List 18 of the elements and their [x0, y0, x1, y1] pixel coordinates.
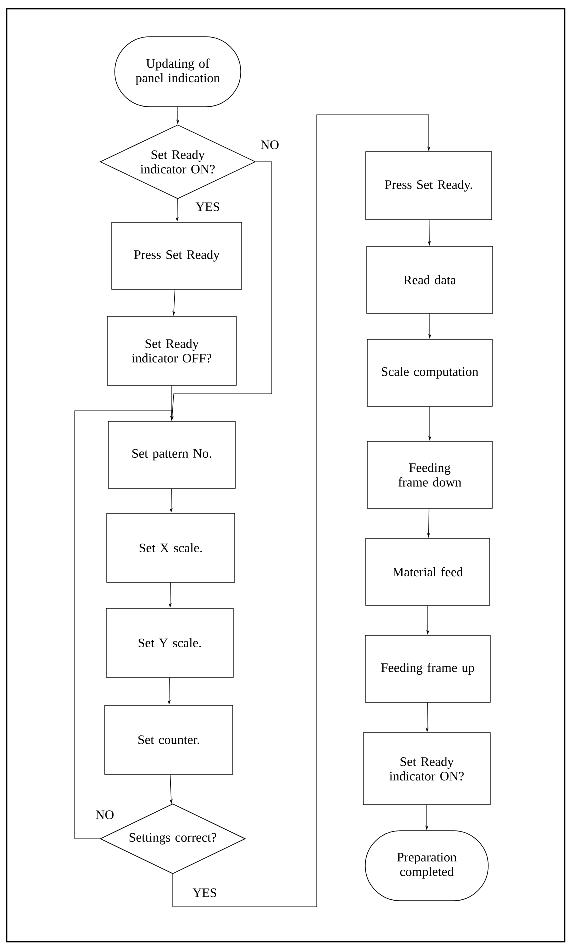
edge-label: YES	[192, 888, 216, 898]
process-box: Read data	[366, 246, 494, 314]
process-box: Set Ready indicator OFF?	[107, 316, 237, 386]
edge-label: YES	[196, 202, 220, 212]
process-box: Set X scale.	[106, 513, 236, 583]
process-box: Feeding frame down	[367, 441, 493, 509]
process-box: Press Set Ready.	[366, 152, 492, 220]
process-box: Press Set Ready	[112, 222, 242, 290]
process-box: Feeding frame up	[365, 635, 491, 703]
process-box: Set pattern No.	[108, 421, 236, 489]
edge-label: NO	[260, 140, 279, 150]
process-box: Material feed	[366, 538, 490, 606]
process-box: Set Ready indicator ON?	[363, 732, 491, 806]
process-box: Set counter.	[104, 705, 234, 775]
connector-arrow	[172, 114, 431, 908]
connector-arrow	[74, 410, 174, 840]
process-box: Set Y scale.	[106, 608, 234, 678]
process-box: Scale computation	[367, 339, 493, 407]
